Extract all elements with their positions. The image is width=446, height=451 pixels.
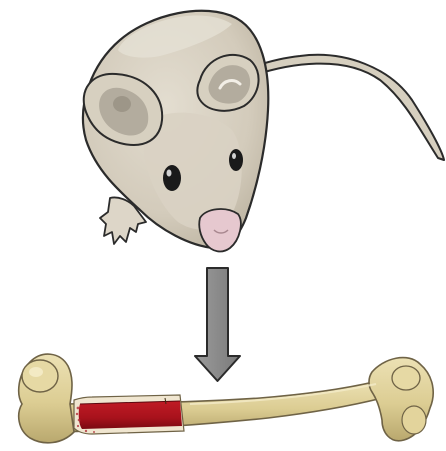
mouse-eye-right xyxy=(229,149,243,171)
mouse-tail xyxy=(244,55,444,160)
bone-marrow-section xyxy=(74,395,184,434)
down-arrow-icon xyxy=(195,268,240,381)
mouse-eye-left xyxy=(163,165,181,191)
bone-marrow xyxy=(79,401,182,429)
mouse xyxy=(83,11,444,252)
